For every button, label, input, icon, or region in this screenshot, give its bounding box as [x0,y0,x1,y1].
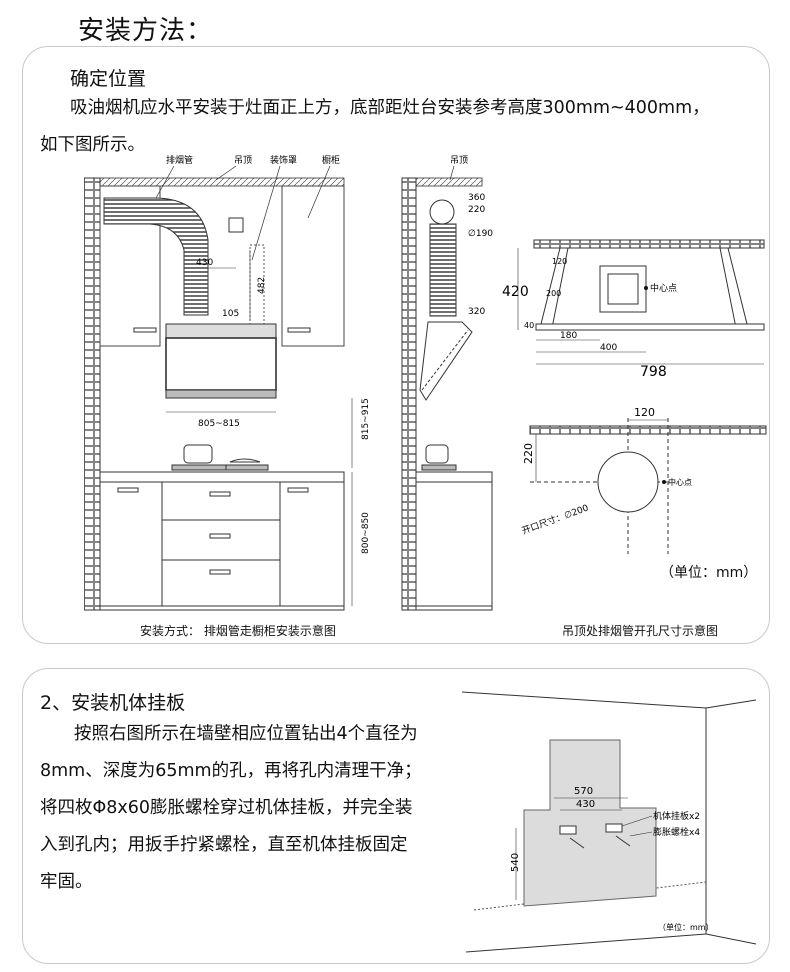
hole-dim-120: 120 [634,406,655,419]
plate-label: 机体挂板x2 [653,810,700,822]
ceiling-frame-diagram: 中心点 420 120 200 40 180 400 798 [502,239,765,380]
label-ceiling: 吊顶 [234,155,252,166]
label-decor-cover: 装饰罩 [270,154,297,166]
plate-dim-570: 570 [574,786,593,797]
right-diagram-caption: 吊顶处排烟管开孔尺寸示意图 [562,624,719,638]
section-1-text-line2: 如下图所示。 [40,135,145,155]
right-dim-180: 180 [560,331,577,341]
dim-482: 482 [257,277,267,294]
right-unit: （单位：mm） [660,565,758,581]
left-diagram-caption: 安装方式： 排烟管走橱柜安装示意图 [140,624,336,638]
label-cabinet: 橱柜 [322,154,340,166]
section-1-text: 吸油烟机应水平安装于灶面正上方，底部距灶台安装参考高度300mm~400mm， [70,90,710,127]
label-exhaust-pipe: 排烟管 [166,154,193,166]
section-2-line-3: 将四枚Φ8x60膨胀螺栓穿过机体挂板，并完全装 [40,798,413,818]
dim-105: 105 [222,309,239,319]
section-2-line-5: 牢固。 [40,872,93,892]
countertop [99,471,345,483]
side-dim-360: 360 [468,193,485,203]
right-dim-400: 400 [600,343,617,353]
right-dim-420: 420 [502,284,529,300]
exhaust-duct [103,197,209,316]
right-dim-120: 120 [552,257,567,266]
dim-counter: 800~850 [361,512,371,554]
right-dim-40: 40 [524,321,534,330]
mounting-plate-diagram: 570 430 540 机体挂板x2 膨胀螺栓x4 （单位：mm） [461,691,757,953]
right-center-point: 中心点 [650,282,677,294]
section-1-heading: 确定位置 [70,68,147,90]
side-view-diagram: 吊顶 360 220 ∅190 320 [401,155,493,611]
hole-dim-220: 220 [522,443,535,464]
left-wall [84,177,101,611]
section-2-line-2: 8mm、深度为65mm的孔，再将孔内清理干净； [40,761,422,781]
dim-width: 805~815 [198,419,240,429]
section-1-text-line1: 吸油烟机应水平安装于灶面正上方，底部距灶台安装参考高度300mm~400mm， [70,98,710,118]
side-dim-320: 320 [468,307,485,317]
right-dim-798: 798 [640,364,667,380]
section-2-text: 按照右图所示在墙壁相应位置钻出4个直径为 8mm、深度为65mm的孔，再将孔内清… [40,716,422,901]
ceiling-hole-diagram: 120 中心点 220 开口尺寸：∅200 [520,406,767,554]
plate-dim-430: 430 [576,799,595,810]
dim-height: 815~915 [361,398,371,440]
side-dim-190: ∅190 [468,229,493,239]
section-2-heading: 2、安装机体挂板 [40,692,186,714]
plate-dim-540: 540 [510,853,521,872]
range-hood [165,323,277,339]
ceiling [97,177,345,187]
dim-430: 430 [196,258,213,268]
side-label-ceiling: 吊顶 [450,155,468,166]
side-dim-220: 220 [468,205,485,215]
section-2-line-1: 按照右图所示在墙壁相应位置钻出4个直径为 [74,724,418,744]
kitchen-install-diagram: 排烟管 吊顶 装饰罩 橱柜 430 482 105 805~815 815~91… [84,154,371,611]
section-2-line-4: 入到孔内；用扳手拧紧螺栓，直至机体挂板固定 [40,835,408,855]
hole-center-point: 中心点 [668,477,692,487]
hole-size: 开口尺寸：∅200 [520,502,590,537]
section-1-text-2: 如下图所示。 [40,127,145,164]
bolt-label: 膨胀螺栓x4 [653,826,700,838]
right-dim-200: 200 [546,289,561,298]
plate-unit: （单位：mm） [658,922,714,932]
page-title: 安装方法： [78,16,214,46]
